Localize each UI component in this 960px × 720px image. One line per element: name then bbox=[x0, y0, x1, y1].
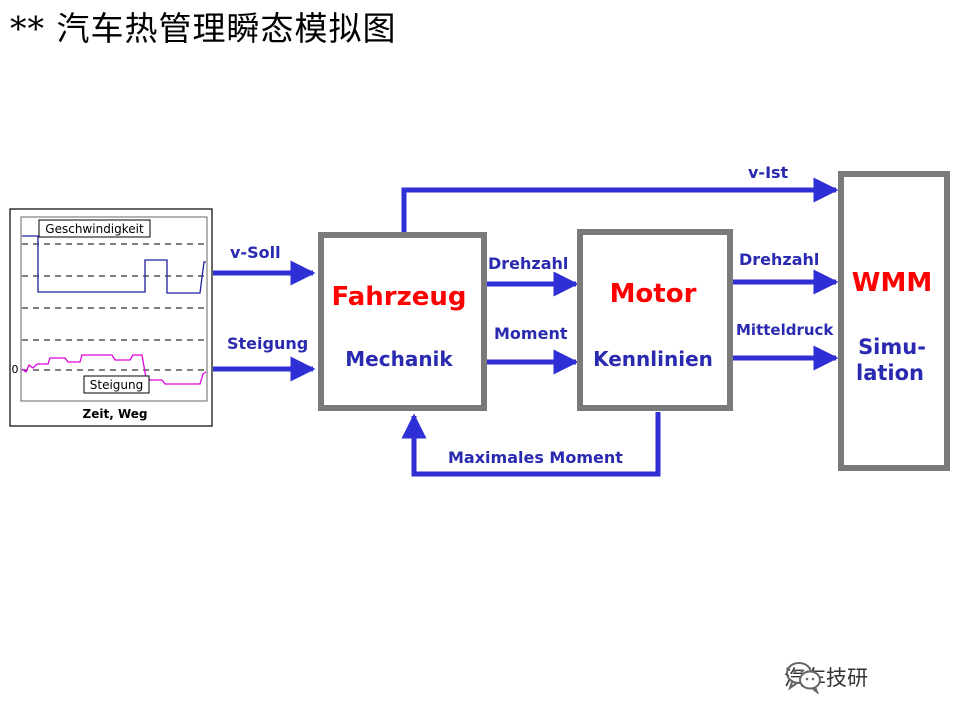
motor-block: Motor Kennlinien bbox=[577, 229, 733, 411]
wmm-subtitle-2: lation bbox=[856, 361, 924, 385]
moment-label: Moment bbox=[494, 324, 568, 343]
watermark-text: 汽车技研 bbox=[784, 666, 868, 690]
inset-gridlines bbox=[22, 243, 206, 371]
drehzahl-label-1: Drehzahl bbox=[488, 254, 568, 273]
motor-subtitle: Kennlinien bbox=[593, 347, 713, 371]
max-moment-label: Maximales Moment bbox=[448, 448, 623, 467]
grade-legend-label: Steigung bbox=[90, 378, 143, 392]
motor-title: Motor bbox=[610, 279, 697, 309]
v-ist-label: v-Ist bbox=[748, 163, 789, 182]
page-title: ** 汽车热管理瞬态模拟图 bbox=[10, 9, 397, 48]
speed-signal-line bbox=[22, 235, 206, 294]
max-moment-arrow bbox=[401, 412, 661, 477]
fahrzeug-block: Fahrzeug Mechanik bbox=[318, 232, 487, 411]
wmm-block: WMM Simu- lation bbox=[838, 171, 950, 471]
v-ist-arrow bbox=[401, 177, 839, 234]
speed-legend-box bbox=[38, 219, 151, 238]
v-soll-label: v-Soll bbox=[230, 243, 281, 262]
wechat-icon bbox=[786, 662, 821, 694]
mitteldruck-label: Mitteldruck bbox=[736, 321, 834, 339]
wmm-subtitle-1: Simu- bbox=[858, 335, 926, 359]
inset-plot-area bbox=[20, 216, 208, 402]
inset-xlabel: Zeit, Weg bbox=[83, 407, 148, 421]
speed-legend-label: Geschwindigkeit bbox=[45, 222, 144, 236]
watermark: 汽车技研 bbox=[784, 660, 868, 694]
input-profile-chart: Geschwindigkeit Steigung 0 Zeit, Weg bbox=[9, 208, 213, 427]
fahrzeug-title: Fahrzeug bbox=[331, 282, 466, 312]
zero-axis-label: 0 bbox=[12, 363, 19, 376]
drehzahl-label-2: Drehzahl bbox=[739, 250, 819, 269]
grade-legend-box bbox=[83, 375, 150, 394]
wmm-title: WMM bbox=[852, 268, 932, 298]
grade-signal-line bbox=[21, 354, 207, 385]
steigung-label: Steigung bbox=[227, 334, 308, 353]
signal-arrows bbox=[213, 177, 839, 477]
fahrzeug-subtitle: Mechanik bbox=[345, 347, 453, 371]
arrow-labels: v-Soll Steigung v-Ist Drehzahl Moment Dr… bbox=[227, 163, 834, 467]
